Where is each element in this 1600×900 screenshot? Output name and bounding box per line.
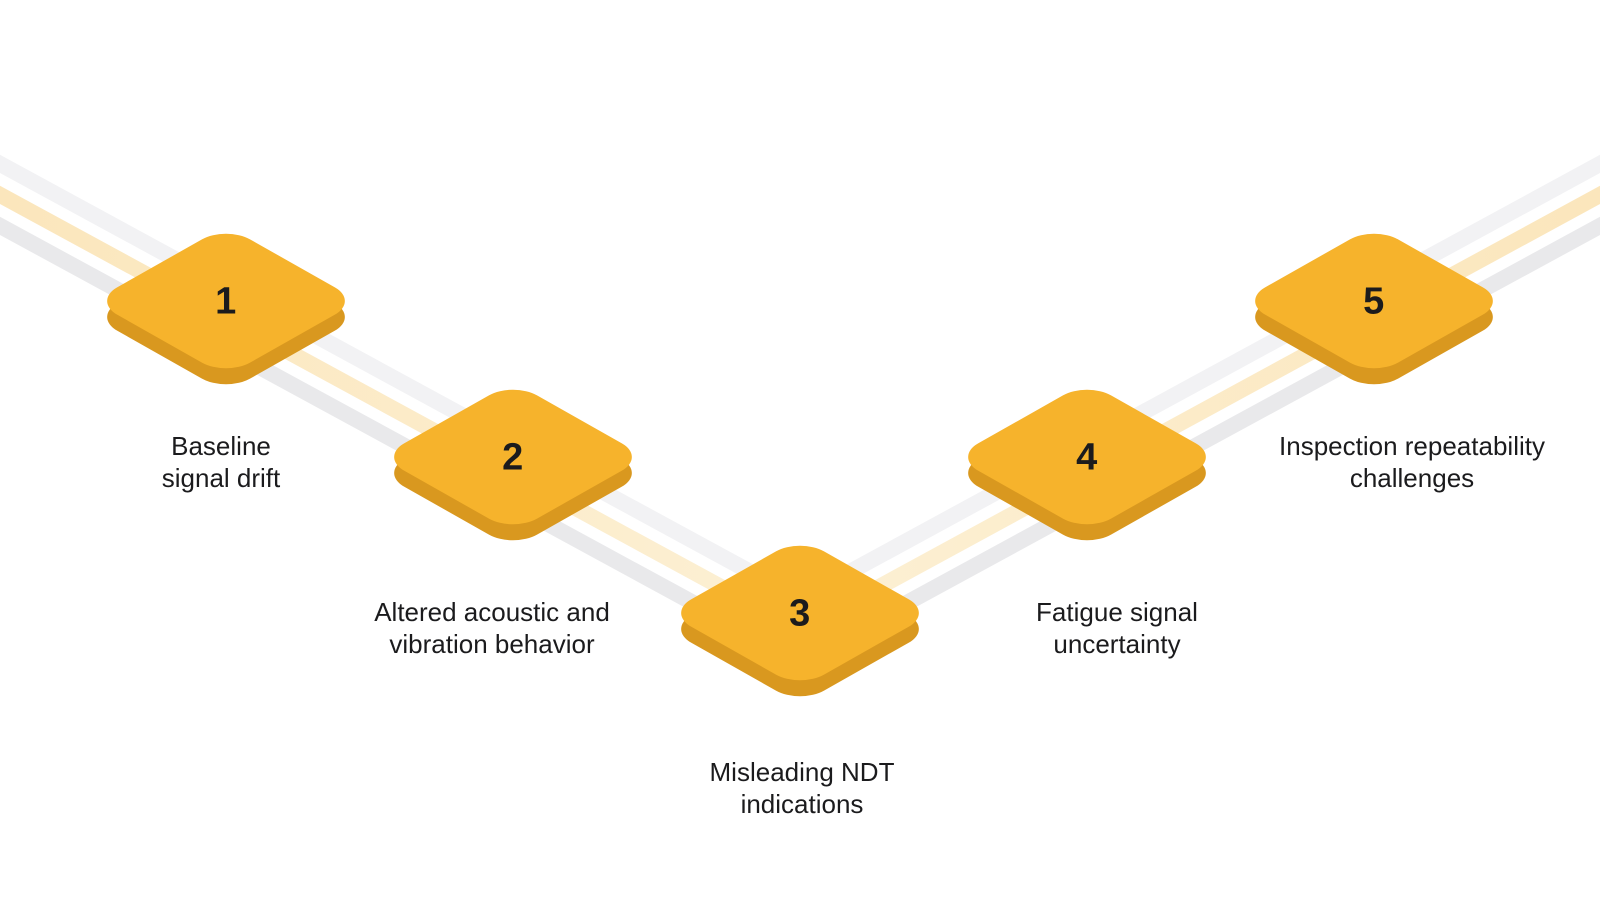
step-label-1: Baseline signal drift — [162, 430, 281, 494]
step-number: 5 — [1363, 280, 1385, 323]
step-label-line: Altered acoustic and — [374, 597, 610, 627]
step-label-2: Altered acoustic and vibration behavior — [374, 596, 610, 660]
step-label-line: uncertainty — [1053, 629, 1181, 659]
step-number: 4 — [1076, 436, 1098, 479]
step-label-line: Baseline — [171, 431, 271, 461]
step-number: 2 — [502, 436, 524, 479]
step-label-3: Misleading NDT indications — [710, 756, 895, 820]
step-label-line: vibration behavior — [389, 629, 595, 659]
step-number: 3 — [789, 592, 811, 635]
step-label-5: Inspection repeatability challenges — [1279, 430, 1545, 494]
step-label-4: Fatigue signal uncertainty — [1036, 596, 1198, 660]
step-label-line: indications — [740, 789, 864, 819]
step-number: 1 — [215, 280, 237, 323]
step-label-line: Misleading NDT — [709, 757, 895, 787]
step-label-line: challenges — [1349, 463, 1475, 493]
step-label-line: Inspection repeatability — [1279, 431, 1545, 461]
step-label-line: Fatigue signal — [1036, 597, 1198, 627]
step-label-line: signal drift — [161, 463, 281, 493]
